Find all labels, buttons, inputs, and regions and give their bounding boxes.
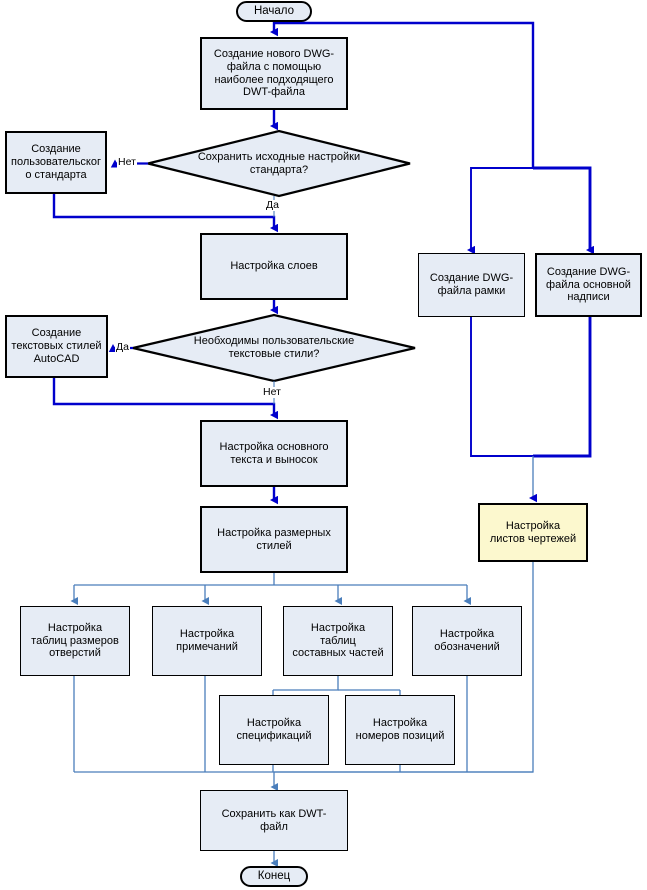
edge-label-yes-2: Да xyxy=(115,341,130,353)
start-label: Начало xyxy=(253,4,295,17)
node-create-user-std-label: Создание пользовательског о стандарта xyxy=(11,143,101,181)
edge-label-yes-1: Да xyxy=(265,199,280,211)
node-title-block-dwg[interactable]: Создание DWG- файла основной надписи xyxy=(535,253,642,317)
node-layers[interactable]: Настройка слоев xyxy=(200,233,348,300)
node-text-styles-decision-label: Необходимы пользовательские текстовые ст… xyxy=(193,335,355,360)
edge-label-no-2: Нет xyxy=(262,386,282,398)
edge-titleblock-to-merge xyxy=(533,317,592,458)
node-save-std-decision[interactable]: Сохранить исходные настройки стандарта? xyxy=(168,143,390,185)
edge-user-std-loopback xyxy=(52,194,278,233)
node-create-text-styles[interactable]: Создание текстовых стилей AutoCAD xyxy=(5,315,108,378)
start-terminator[interactable]: Начало xyxy=(236,1,312,22)
node-create-dwg[interactable]: Создание нового DWG- файла с помощью наи… xyxy=(200,37,348,110)
edge-label-no-1: Нет xyxy=(117,156,137,168)
node-main-text[interactable]: Настройка основного текста и выносок xyxy=(200,420,348,487)
edge-right-split-left xyxy=(467,167,533,255)
node-main-text-label: Настройка основного текста и выносок xyxy=(219,440,329,466)
node-designations[interactable]: Настройка обозначений xyxy=(412,606,522,676)
node-title-block-dwg-label: Создание DWG- файла основной надписи xyxy=(546,265,631,304)
edge-part-tables-split xyxy=(273,676,339,691)
node-layers-label: Настройка слоев xyxy=(230,260,318,273)
node-sheets[interactable]: Настройка листов чертежей xyxy=(478,503,588,562)
node-create-text-styles-label: Создание текстовых стилей AutoCAD xyxy=(11,327,102,365)
node-dim-styles-label: Настройка размерных стилей xyxy=(217,526,331,552)
edge-text-styles-loopback xyxy=(52,378,278,420)
node-frame-dwg-label: Создание DWG- файла рамки xyxy=(429,272,514,297)
end-terminator[interactable]: Конец xyxy=(240,866,308,887)
edge-frame-to-merge xyxy=(470,317,533,457)
node-save-dwt[interactable]: Сохранить как DWT- файл xyxy=(200,790,348,851)
end-label: Конец xyxy=(257,869,291,882)
node-sheets-label: Настройка листов чертежей xyxy=(489,519,577,545)
node-create-user-std[interactable]: Создание пользовательског о стандарта xyxy=(5,131,107,194)
node-dim-styles[interactable]: Настройка размерных стилей xyxy=(200,506,348,573)
node-hole-tables[interactable]: Настройка таблиц размеров отверстий xyxy=(20,606,130,676)
node-frame-dwg[interactable]: Создание DWG- файла рамки xyxy=(418,253,525,317)
node-save-dwt-label: Сохранить как DWT- файл xyxy=(221,807,327,833)
edge-right-split-right xyxy=(533,166,594,255)
node-balloons[interactable]: Настройка номеров позиций xyxy=(345,695,455,765)
node-specifications[interactable]: Настройка спецификаций xyxy=(219,695,329,765)
node-part-tables-label: Настройка таблиц составных частей xyxy=(292,621,384,660)
node-notes-label: Настройка примечаний xyxy=(176,628,238,653)
node-balloons-label: Настройка номеров позиций xyxy=(355,717,445,742)
node-notes[interactable]: Настройка примечаний xyxy=(152,606,262,676)
node-designations-label: Настройка обозначений xyxy=(434,628,500,653)
node-part-tables[interactable]: Настройка таблиц составных частей xyxy=(283,606,393,676)
node-save-std-decision-label: Сохранить исходные настройки стандарта? xyxy=(197,151,361,176)
node-specifications-label: Настройка спецификаций xyxy=(236,717,312,742)
node-create-dwg-label: Создание нового DWG- файла с помощью наи… xyxy=(213,47,335,99)
node-hole-tables-label: Настройка таблиц размеров отверстий xyxy=(31,621,119,660)
node-text-styles-decision[interactable]: Необходимы пользовательские текстовые ст… xyxy=(160,327,388,369)
